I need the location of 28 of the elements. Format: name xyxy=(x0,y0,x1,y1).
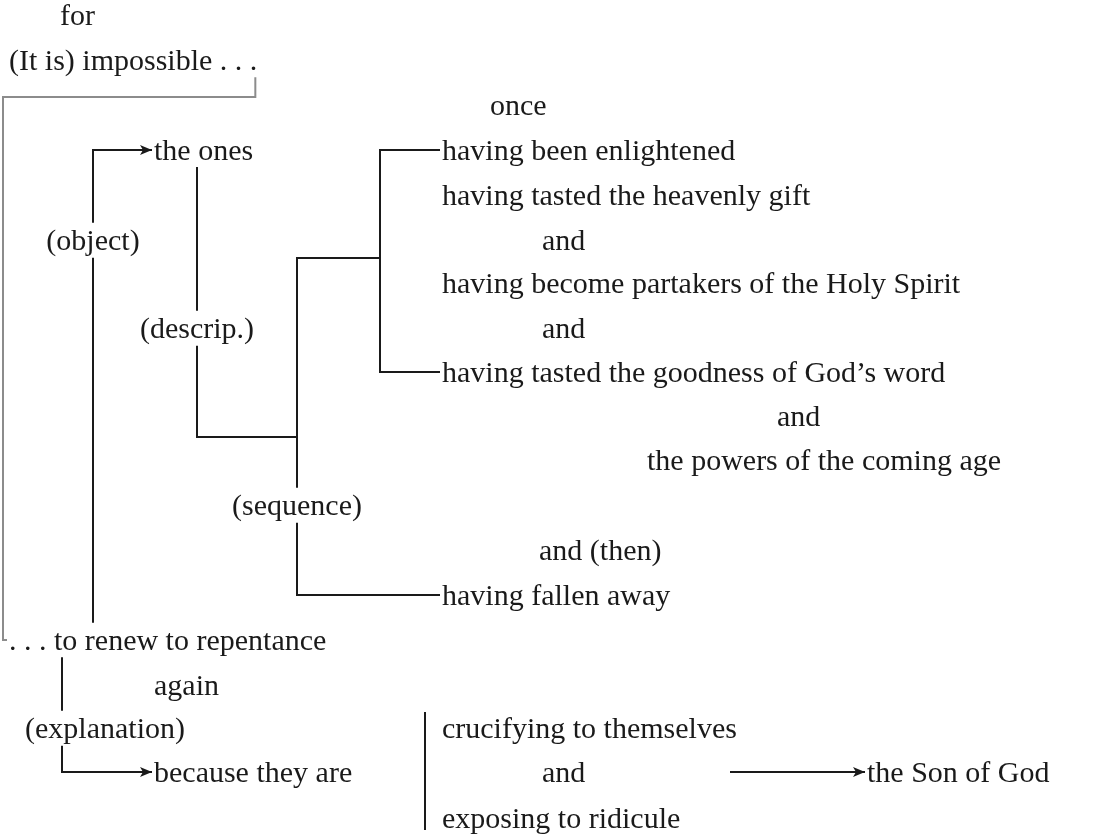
phrase-text: having tasted the goodness of God’s word xyxy=(440,354,948,390)
connective-word: again xyxy=(153,667,220,703)
connective-word: and (then) xyxy=(538,532,663,568)
edge-label: (explanation) xyxy=(23,710,187,746)
phrase-text: because they are xyxy=(152,754,355,790)
phrase-text: the Son of God xyxy=(865,754,1052,790)
connective-word: for xyxy=(59,0,96,33)
phrase-text: (It is) impossible . . . xyxy=(7,42,260,78)
phrase-text: exposing to ridicule xyxy=(440,800,683,835)
phrase-text: having become partakers of the Holy Spirit xyxy=(440,265,963,301)
arrow xyxy=(729,767,866,777)
phrase-text: the ones xyxy=(152,132,256,168)
phrase-text: the powers of the coming age xyxy=(645,442,1004,478)
arrow xyxy=(92,145,153,624)
connective-word: and xyxy=(541,310,587,346)
connective-word: and xyxy=(541,222,587,258)
connector-line xyxy=(196,166,441,596)
connective-word: once xyxy=(489,87,548,123)
phrase-text: having fallen away xyxy=(440,577,673,613)
phrase-text: . . . to renew to repentance xyxy=(7,622,329,658)
phrase-text: having tasted the heavenly gift xyxy=(440,177,813,213)
connector-line xyxy=(2,76,257,641)
edge-label: (object) xyxy=(44,222,142,258)
phrase-text: crucifying to themselves xyxy=(440,710,739,746)
edge-label: (sequence) xyxy=(230,487,364,523)
connective-word: and xyxy=(541,754,587,790)
connective-word: and xyxy=(776,398,822,434)
phrase-text: having been enlightened xyxy=(440,132,738,168)
